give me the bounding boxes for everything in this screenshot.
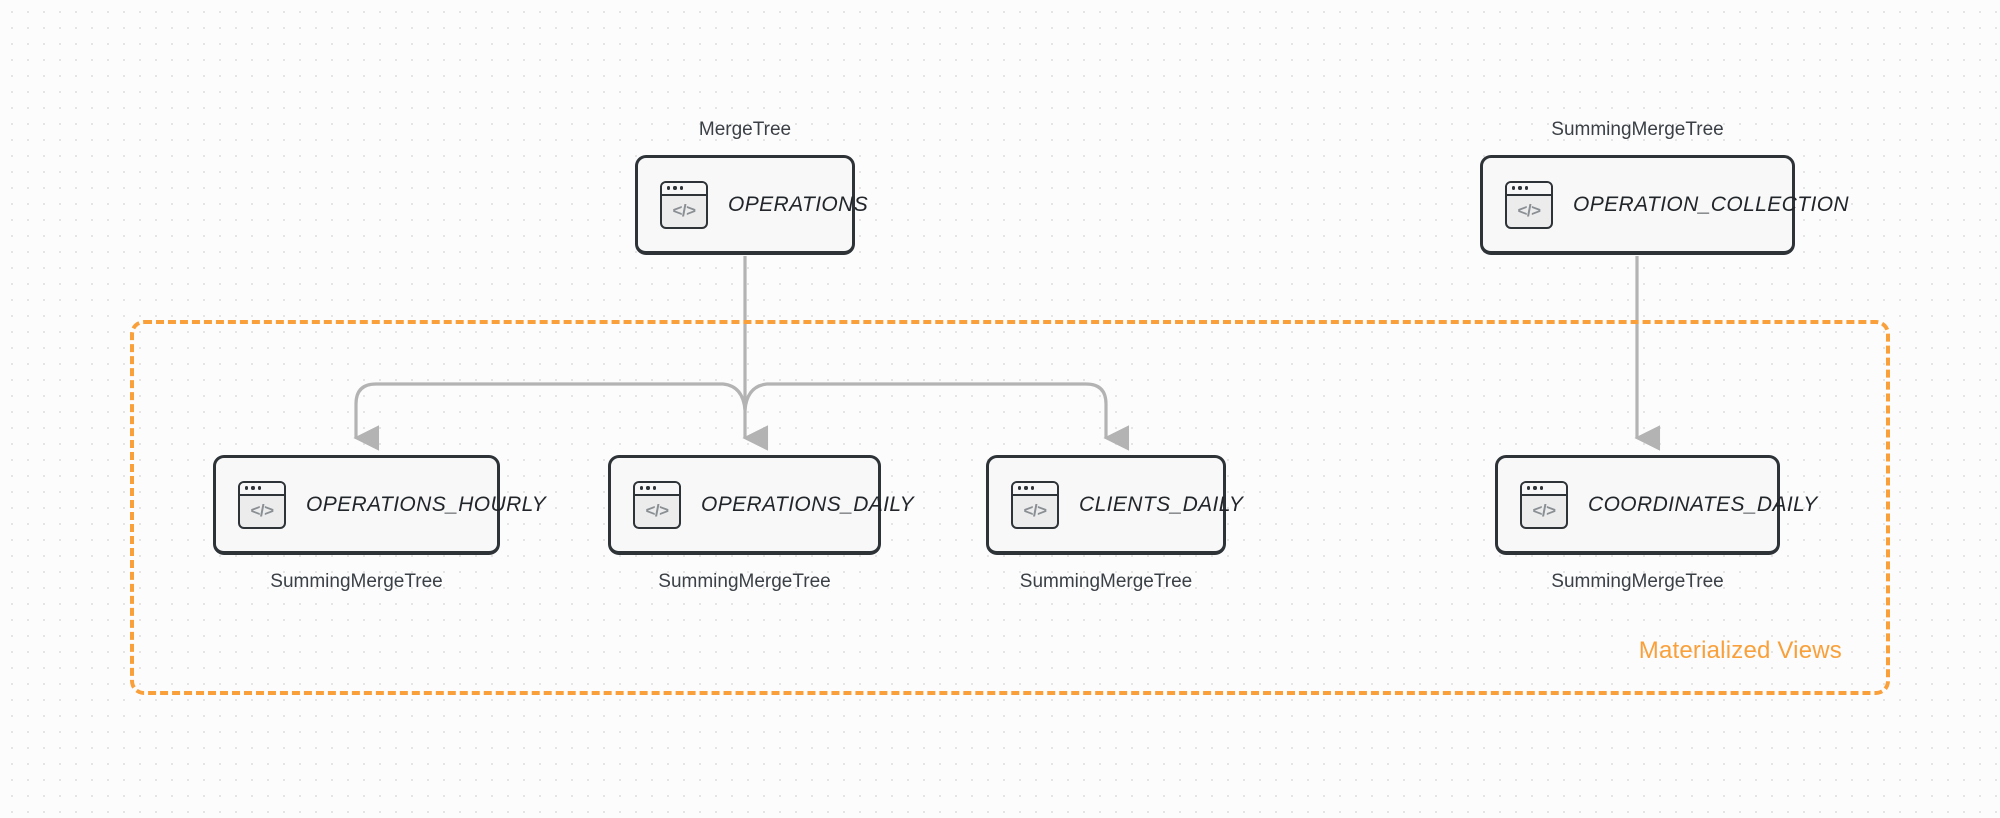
- icon-code-glyph: </>: [250, 500, 274, 520]
- icon-dot: [1518, 186, 1522, 190]
- node-operations-hourly-engine-label: SummingMergeTree: [270, 571, 443, 592]
- icon-titlebar: [662, 182, 706, 196]
- node-clients-daily-title: CLIENTS_DAILY: [1079, 492, 1244, 516]
- node-coordinates-daily-title: COORDINATES_DAILY: [1588, 492, 1818, 516]
- icon-code-glyph: </>: [1023, 500, 1047, 520]
- icon-dot: [1539, 486, 1544, 490]
- icon-titlebar: [1013, 482, 1057, 496]
- node-operations-daily-title: OPERATIONS_DAILY: [701, 492, 914, 516]
- node-operations-engine-label: MergeTree: [698, 119, 792, 140]
- icon-dot: [673, 186, 677, 190]
- materialized-views-group: Materialized Views: [130, 320, 1890, 695]
- icon-dot: [1018, 486, 1022, 490]
- materialized-views-label: Materialized Views: [1638, 637, 1842, 664]
- icon-code-glyph: </>: [1532, 500, 1556, 520]
- icon-dot: [646, 486, 650, 490]
- icon-code-glyph: </>: [645, 500, 669, 520]
- node-operations-title: OPERATIONS: [728, 192, 869, 216]
- code-window-icon: </>: [1011, 480, 1059, 529]
- node-operation-collection-title: OPERATION_COLLECTION: [1573, 192, 1849, 216]
- icon-titlebar: [240, 482, 284, 496]
- icon-dot: [1024, 486, 1028, 490]
- icon-dot: [652, 486, 657, 490]
- icon-dot: [1533, 486, 1537, 490]
- icon-dot: [1512, 186, 1516, 190]
- node-operation-collection-box[interactable]: </> OPERATION_COLLECTION: [1480, 155, 1849, 255]
- icon-code-glyph: </>: [1517, 200, 1541, 220]
- code-window-icon: </>: [238, 480, 286, 529]
- node-operations-daily-box[interactable]: </> OPERATIONS_DAILY: [608, 455, 914, 555]
- icon-dot: [1527, 486, 1531, 490]
- node-coordinates-daily-engine-label: SummingMergeTree: [1551, 571, 1724, 592]
- icon-titlebar: [1507, 182, 1551, 196]
- node-operations-hourly-title: OPERATIONS_HOURLY: [306, 492, 547, 516]
- icon-titlebar: [1522, 482, 1566, 496]
- icon-dot: [1524, 186, 1529, 190]
- node-operations-daily-engine-label: SummingMergeTree: [658, 571, 831, 592]
- node-clients-daily-engine-label: SummingMergeTree: [1019, 571, 1193, 592]
- node-operation-collection-engine-label: SummingMergeTree: [1551, 119, 1724, 140]
- node-clients-daily[interactable]: </> CLIENTS_DAILY SummingMergeTree: [986, 455, 1243, 592]
- node-operations-hourly-box[interactable]: </> OPERATIONS_HOURLY: [213, 455, 546, 555]
- node-coordinates-daily-box[interactable]: </> COORDINATES_DAILY: [1495, 455, 1817, 555]
- node-operation-collection[interactable]: SummingMergeTree </> OPERATION_COLLECTIO…: [1480, 119, 1849, 255]
- node-operations[interactable]: MergeTree </> OPERATIONS: [635, 119, 868, 255]
- icon-dot: [679, 186, 684, 190]
- icon-dot: [245, 486, 249, 490]
- node-clients-daily-box[interactable]: </> CLIENTS_DAILY: [986, 455, 1243, 555]
- icon-dot: [251, 486, 255, 490]
- icon-dot: [1030, 486, 1035, 490]
- icon-dot: [667, 186, 671, 190]
- node-operations-box[interactable]: </> OPERATIONS: [635, 155, 868, 255]
- code-window-icon: </>: [633, 480, 681, 529]
- code-window-icon: </>: [1505, 180, 1553, 229]
- node-operations-daily[interactable]: </> OPERATIONS_DAILY SummingMergeTree: [608, 455, 914, 592]
- icon-dot: [640, 486, 644, 490]
- node-coordinates-daily[interactable]: </> COORDINATES_DAILY SummingMergeTree: [1495, 455, 1817, 592]
- icon-code-glyph: </>: [672, 200, 696, 220]
- node-operations-hourly[interactable]: </> OPERATIONS_HOURLY SummingMergeTree: [213, 455, 546, 592]
- code-window-icon: </>: [660, 180, 708, 229]
- icon-dot: [257, 486, 262, 490]
- code-window-icon: </>: [1520, 480, 1568, 529]
- icon-titlebar: [635, 482, 679, 496]
